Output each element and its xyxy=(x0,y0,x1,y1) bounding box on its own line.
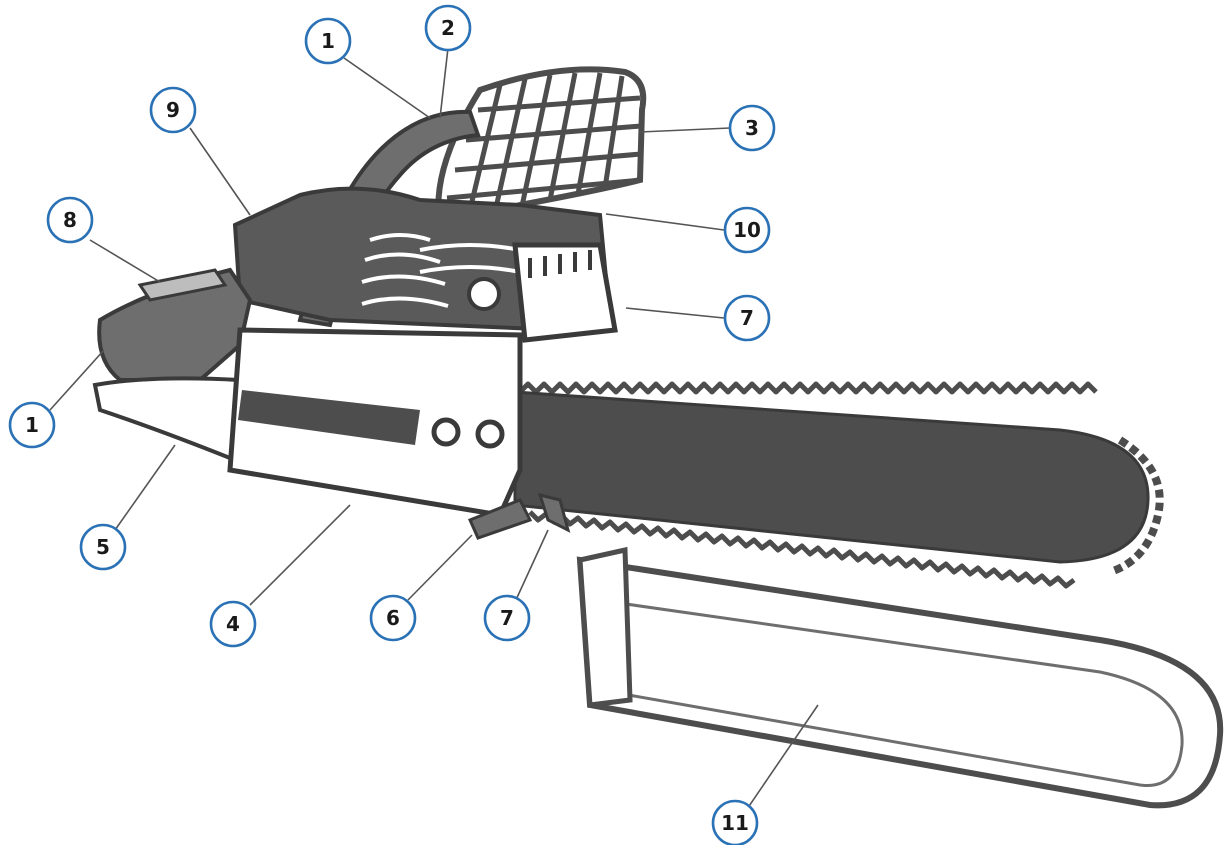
front-hand-guard xyxy=(435,66,647,229)
callout-4-sprocket-cover: 4 xyxy=(209,600,257,648)
bar-cover xyxy=(576,546,1224,809)
guide-bar-with-chain xyxy=(513,381,1164,589)
callout-9-top-cover: 9 xyxy=(149,86,197,134)
callout-5-rear-body: 5 xyxy=(79,523,127,571)
callout-8-throttle-lock: 8 xyxy=(46,196,94,244)
svg-text:2: 2 xyxy=(441,16,455,40)
rear-handle xyxy=(92,267,253,463)
callout-11-bar-cover: 11 xyxy=(711,799,759,845)
svg-text:3: 3 xyxy=(745,116,759,140)
callout-2-front-handle: 2 xyxy=(424,4,472,52)
callout-1-rear-handle: 1 xyxy=(8,401,56,449)
guide-bar xyxy=(513,390,1150,564)
chain-nose xyxy=(1108,436,1164,576)
chain-teeth-top xyxy=(518,381,1098,395)
svg-text:6: 6 xyxy=(386,606,400,630)
callout-6-chain-catcher: 6 xyxy=(369,594,417,642)
callouts: 1 2 3 9 8 10 7 1 xyxy=(8,4,776,845)
svg-text:8: 8 xyxy=(63,208,77,232)
sprocket-cover xyxy=(227,327,523,518)
svg-text:1: 1 xyxy=(321,29,335,53)
svg-text:9: 9 xyxy=(166,98,180,122)
svg-text:1: 1 xyxy=(25,413,39,437)
callout-7-bottom: 7 xyxy=(483,594,531,642)
svg-text:7: 7 xyxy=(500,606,514,630)
callout-3-hand-guard: 3 xyxy=(728,104,776,152)
leader-lines xyxy=(49,47,819,813)
chain-catcher xyxy=(467,498,533,540)
svg-text:4: 4 xyxy=(226,612,240,636)
callout-10-starter: 10 xyxy=(723,206,771,254)
engine-housing xyxy=(232,186,618,343)
svg-text:5: 5 xyxy=(96,535,110,559)
callout-7-right: 7 xyxy=(723,294,771,342)
svg-text:10: 10 xyxy=(733,218,761,242)
svg-text:7: 7 xyxy=(740,306,754,330)
svg-text:11: 11 xyxy=(721,811,749,835)
callout-1-top-handle: 1 xyxy=(304,17,352,65)
chain-teeth-bottom xyxy=(528,510,1076,589)
bucking-spike xyxy=(537,492,571,533)
